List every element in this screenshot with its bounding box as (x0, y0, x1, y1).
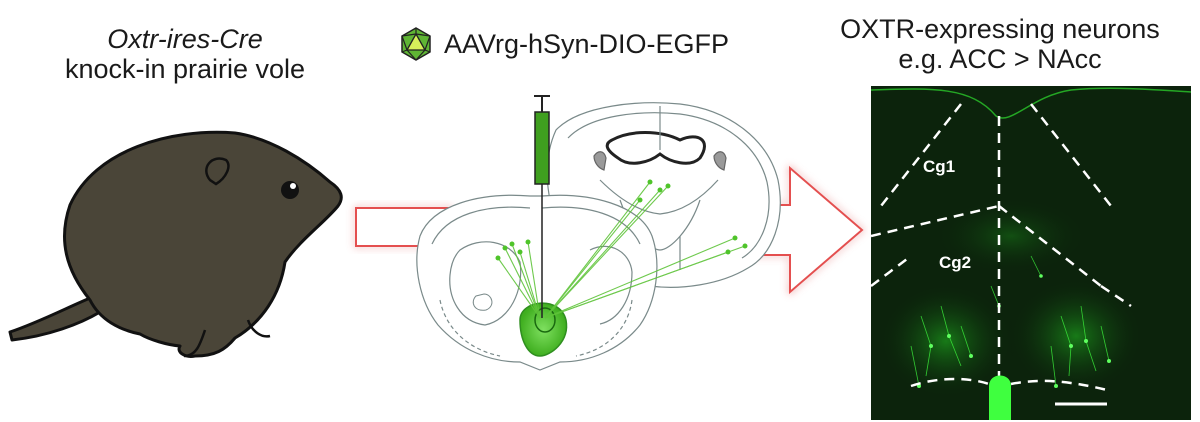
vole-illustration (8, 130, 343, 358)
virus-capsid-icon (401, 27, 431, 61)
vole-label: Oxtr-ires-Cre knock-in prairie vole (20, 24, 350, 84)
vole-tail (8, 294, 102, 342)
region-cg1-label: Cg1 (923, 157, 955, 176)
vole-strain-name: Oxtr-ires-Cre (107, 24, 263, 54)
vole-eye (281, 181, 299, 199)
brain-section-anterior (416, 194, 658, 371)
labeled-cell-bodies (495, 179, 748, 261)
syringe-icon (534, 95, 550, 318)
vole-description: knock-in prairie vole (64, 54, 306, 84)
virus-name: AAVrg-hSyn-DIO-EGFP (444, 29, 730, 59)
result-label: OXTR-expressing neurons e.g. ACC > NAcc (800, 14, 1200, 74)
virus-label: AAVrg-hSyn-DIO-EGFP (398, 26, 818, 62)
retrograde-projections (497, 181, 746, 319)
vole-ear (205, 157, 230, 186)
result-line2: e.g. ACC > NAcc (898, 44, 1102, 74)
result-line1: OXTR-expressing neurons (840, 14, 1160, 44)
region-cg2-label: Cg2 (939, 253, 971, 272)
vole-body (63, 130, 343, 358)
fluorescence-micrograph: Cg1 Cg2 (871, 86, 1191, 420)
